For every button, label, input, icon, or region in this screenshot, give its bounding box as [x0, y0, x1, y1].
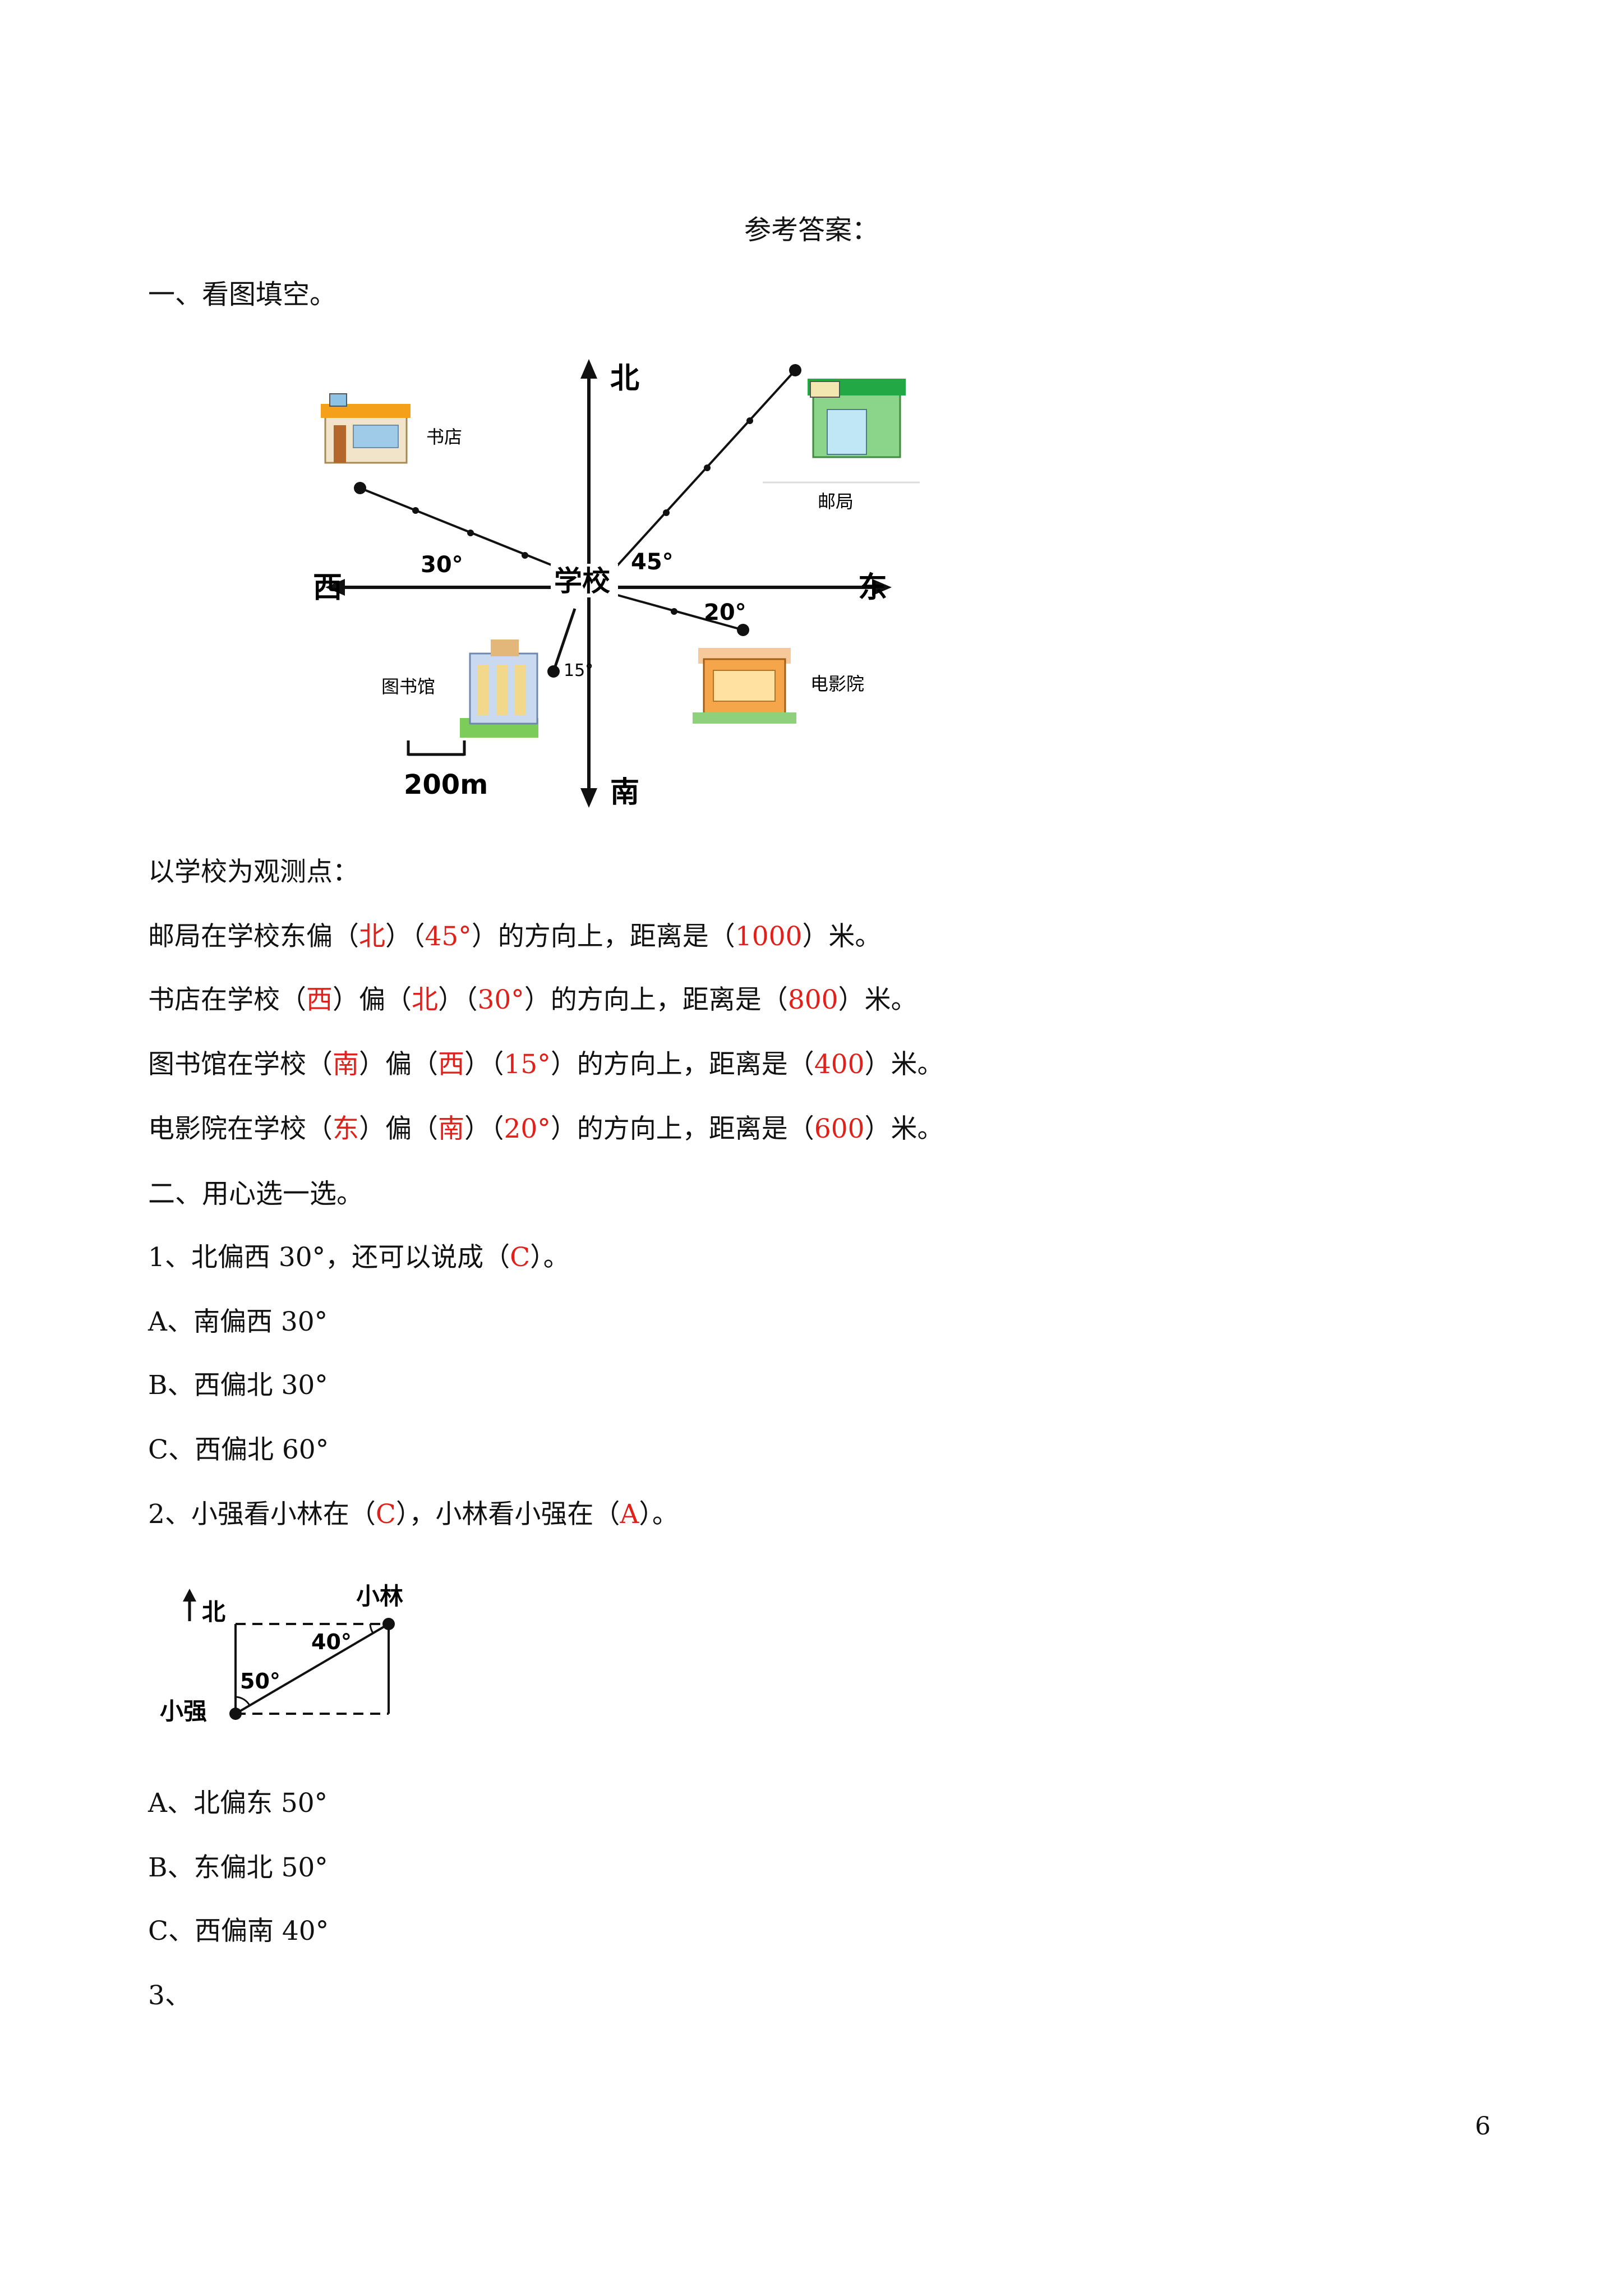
q2-option-b: B、东偏北 50° — [148, 1852, 328, 1883]
angle-30-label: 30° — [421, 552, 463, 578]
west-label: 西 — [313, 571, 342, 605]
xiaoqiang-label: 小强 — [160, 1697, 207, 1725]
south-arrow-icon — [580, 788, 597, 808]
east-label: 东 — [858, 571, 887, 605]
south-label: 南 — [610, 776, 639, 809]
bookstore-icon — [321, 393, 411, 464]
xiaoqiang-xiaolin-diagram: 北 小林 小强 40° 50° — [160, 1582, 403, 1725]
xiaolin-label: 小林 — [356, 1582, 403, 1610]
library-icon — [460, 639, 538, 738]
angle-20-label: 20° — [704, 600, 746, 625]
school-direction-diagram: 北 南 西 东 学校 30° 45° 20° 15° 书店 邮局 — [313, 359, 920, 809]
postoffice-icon — [763, 379, 920, 484]
ray-library — [552, 608, 577, 672]
q1-option-a: A、南偏西 30° — [148, 1306, 328, 1337]
postoffice-label: 邮局 — [818, 491, 854, 512]
ray-postoffice — [610, 369, 796, 573]
answer-postoffice: 邮局在学校东偏（北）（45°）的方向上，距离是（1000）米。 — [148, 921, 882, 952]
answer-cinema: 电影院在学校（东）偏（南）（20°）的方向上，距离是（600）米。 — [148, 1114, 944, 1144]
angle-45-label: 45° — [631, 549, 674, 575]
q1-option-c: C、西偏北 60° — [148, 1434, 329, 1465]
school-label: 学校 — [554, 565, 610, 597]
north-arrow-icon — [183, 1589, 196, 1602]
west-arrow-icon — [325, 579, 345, 596]
observation-point: 以学校为观测点： — [148, 857, 359, 887]
angle-50-label: 50° — [240, 1669, 280, 1694]
north-label: 北 — [610, 362, 639, 395]
answer-library: 图书馆在学校（南）偏（西）（15°）的方向上，距离是（400）米。 — [148, 1049, 944, 1080]
north-label: 北 — [202, 1598, 225, 1626]
question-2-1: 1、北偏西 30°，还可以说成（C）。 — [148, 1242, 570, 1273]
q1-option-b: B、西偏北 30° — [148, 1370, 328, 1401]
north-arrow-icon — [580, 359, 597, 379]
east-arrow-icon — [872, 579, 892, 596]
scale-label: 200m — [404, 769, 488, 800]
cinema-label: 电影院 — [810, 673, 864, 694]
question-2-3: 3、 — [148, 1980, 191, 2011]
bookstore-label: 书店 — [426, 426, 462, 448]
library-label: 图书馆 — [381, 676, 435, 697]
angle-15-label: 15° — [564, 661, 593, 680]
q2-option-c: C、西偏南 40° — [148, 1916, 329, 1947]
section-2-heading: 二、用心选一选。 — [148, 1178, 364, 1209]
page-title: 参考答案： — [744, 214, 879, 246]
angle-40-label: 40° — [311, 1630, 352, 1654]
question-2-2: 2、小强看小林在（C），小林看小强在（A）。 — [148, 1499, 679, 1530]
cinema-icon — [693, 648, 796, 724]
page-number: 6 — [1475, 2112, 1491, 2141]
q2-option-a: A、北偏东 50° — [148, 1788, 328, 1819]
answer-bookstore: 书店在学校（西）偏（北）（30°）的方向上，距离是（800）米。 — [148, 984, 917, 1015]
section-1-heading: 一、看图填空。 — [148, 279, 337, 310]
